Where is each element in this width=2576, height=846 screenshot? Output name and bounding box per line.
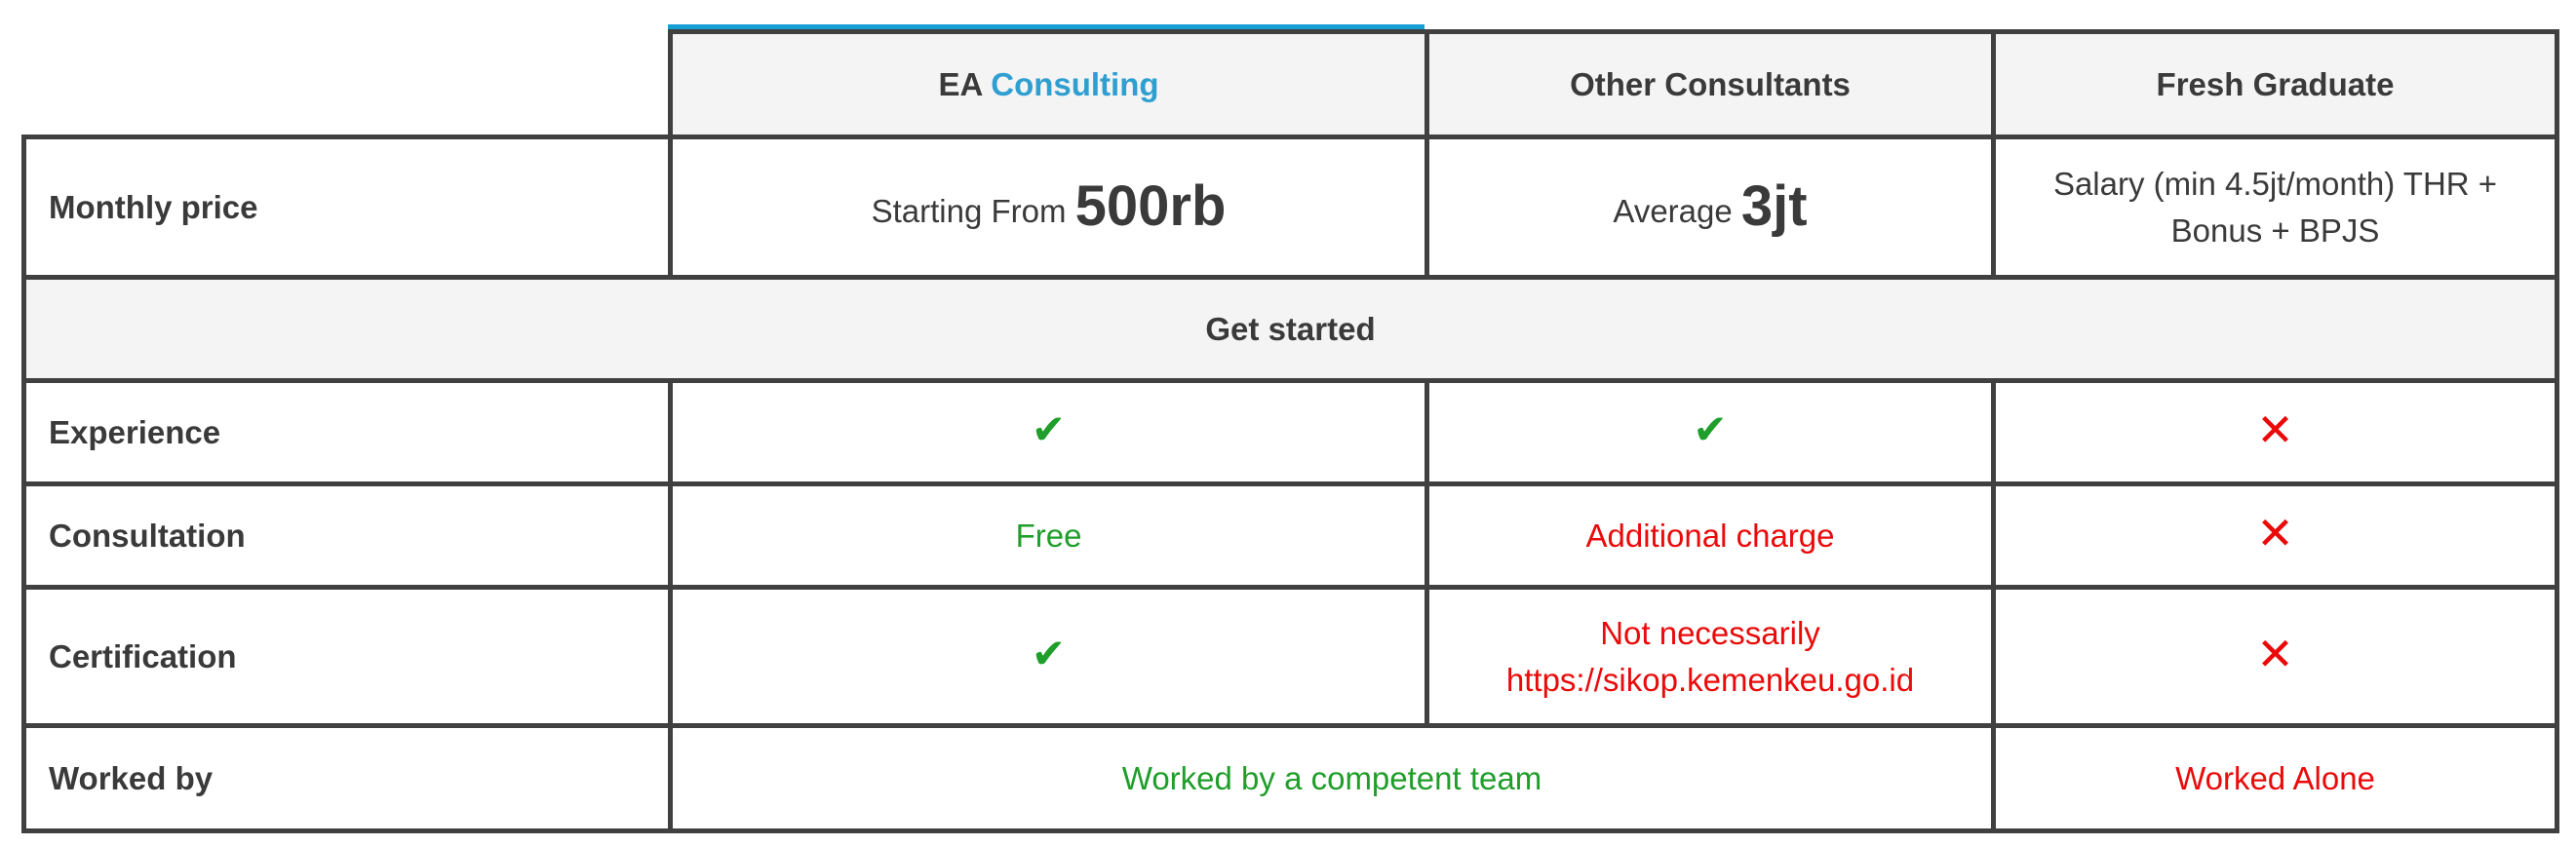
cross-icon: ✕ xyxy=(2256,404,2294,455)
row-label-certification: Certification xyxy=(21,585,673,728)
cell-ea-experience: ✔ xyxy=(668,378,1429,486)
other-price-value: 3jt xyxy=(1740,174,1808,239)
ea-price-prefix: Starting From xyxy=(871,193,1067,230)
cell-fresh-worked-by: Worked Alone xyxy=(1991,723,2559,833)
check-icon: ✔ xyxy=(1031,405,1067,452)
cell-other-experience: ✔ xyxy=(1425,378,1996,486)
corner-cell xyxy=(24,32,671,137)
other-price-prefix: Average xyxy=(1613,193,1733,230)
comparison-section: EA Consulting Other Consultants Fresh Gr… xyxy=(21,0,2559,846)
table-row-get-started: Get started xyxy=(21,275,2559,383)
cell-ea-monthly-price: Starting From 500rb xyxy=(668,135,1429,280)
table-row-consultation: Consultation Free Additional charge ✕ xyxy=(21,481,2559,590)
other-certification-link[interactable]: https://sikop.kemenkeu.go.id xyxy=(1505,661,1915,698)
cell-fresh-consultation: ✕ xyxy=(1991,481,2559,590)
cell-ea-certification: ✔ xyxy=(668,585,1429,728)
other-certification-note: Not necessarily xyxy=(1600,614,1820,651)
table-row-experience: Experience ✔ ✔ ✕ xyxy=(21,378,2559,486)
cross-icon: ✕ xyxy=(2256,507,2294,558)
table-row-certification: Certification ✔ Not necessarily https://… xyxy=(21,585,2559,728)
header-row: EA Consulting Other Consultants Fresh Gr… xyxy=(24,29,2559,139)
column-header-other-consultants: Other Consultants xyxy=(1425,29,1996,139)
column-header-ea-prefix: EA xyxy=(938,65,983,102)
check-icon: ✔ xyxy=(1031,630,1067,676)
cell-other-consultation: Additional charge xyxy=(1425,481,1996,590)
cell-worked-by-team: Worked by a competent team xyxy=(668,723,1996,833)
cross-icon: ✕ xyxy=(2256,628,2294,679)
get-started-button[interactable]: Get started xyxy=(21,275,2559,383)
cell-ea-consultation: Free xyxy=(668,481,1429,590)
row-label-experience: Experience xyxy=(21,378,673,486)
ea-price-value: 500rb xyxy=(1074,174,1227,239)
table-row-worked-by: Worked by Worked by a competent team Wor… xyxy=(21,723,2559,833)
cell-fresh-certification: ✕ xyxy=(1991,585,2559,728)
cell-other-certification: Not necessarily https://sikop.kemenkeu.g… xyxy=(1425,585,1996,728)
table-row-monthly-price: Monthly price Starting From 500rb Averag… xyxy=(21,135,2559,280)
row-label-consultation: Consultation xyxy=(21,481,673,590)
row-label-monthly-price: Monthly price xyxy=(21,135,673,280)
check-icon: ✔ xyxy=(1693,405,1728,452)
column-header-ea-brand: Consulting xyxy=(991,65,1159,102)
row-label-worked-by: Worked by xyxy=(21,723,673,833)
column-header-fresh-graduate: Fresh Graduate xyxy=(1991,29,2559,139)
comparison-table: EA Consulting Other Consultants Fresh Gr… xyxy=(21,29,2559,833)
cell-fresh-monthly-price: Salary (min 4.5jt/month) THR + Bonus + B… xyxy=(1991,135,2559,280)
cell-other-monthly-price: Average 3jt xyxy=(1425,135,1996,280)
column-header-ea-consulting: EA Consulting xyxy=(668,29,1429,139)
cell-fresh-experience: ✕ xyxy=(1991,378,2559,486)
